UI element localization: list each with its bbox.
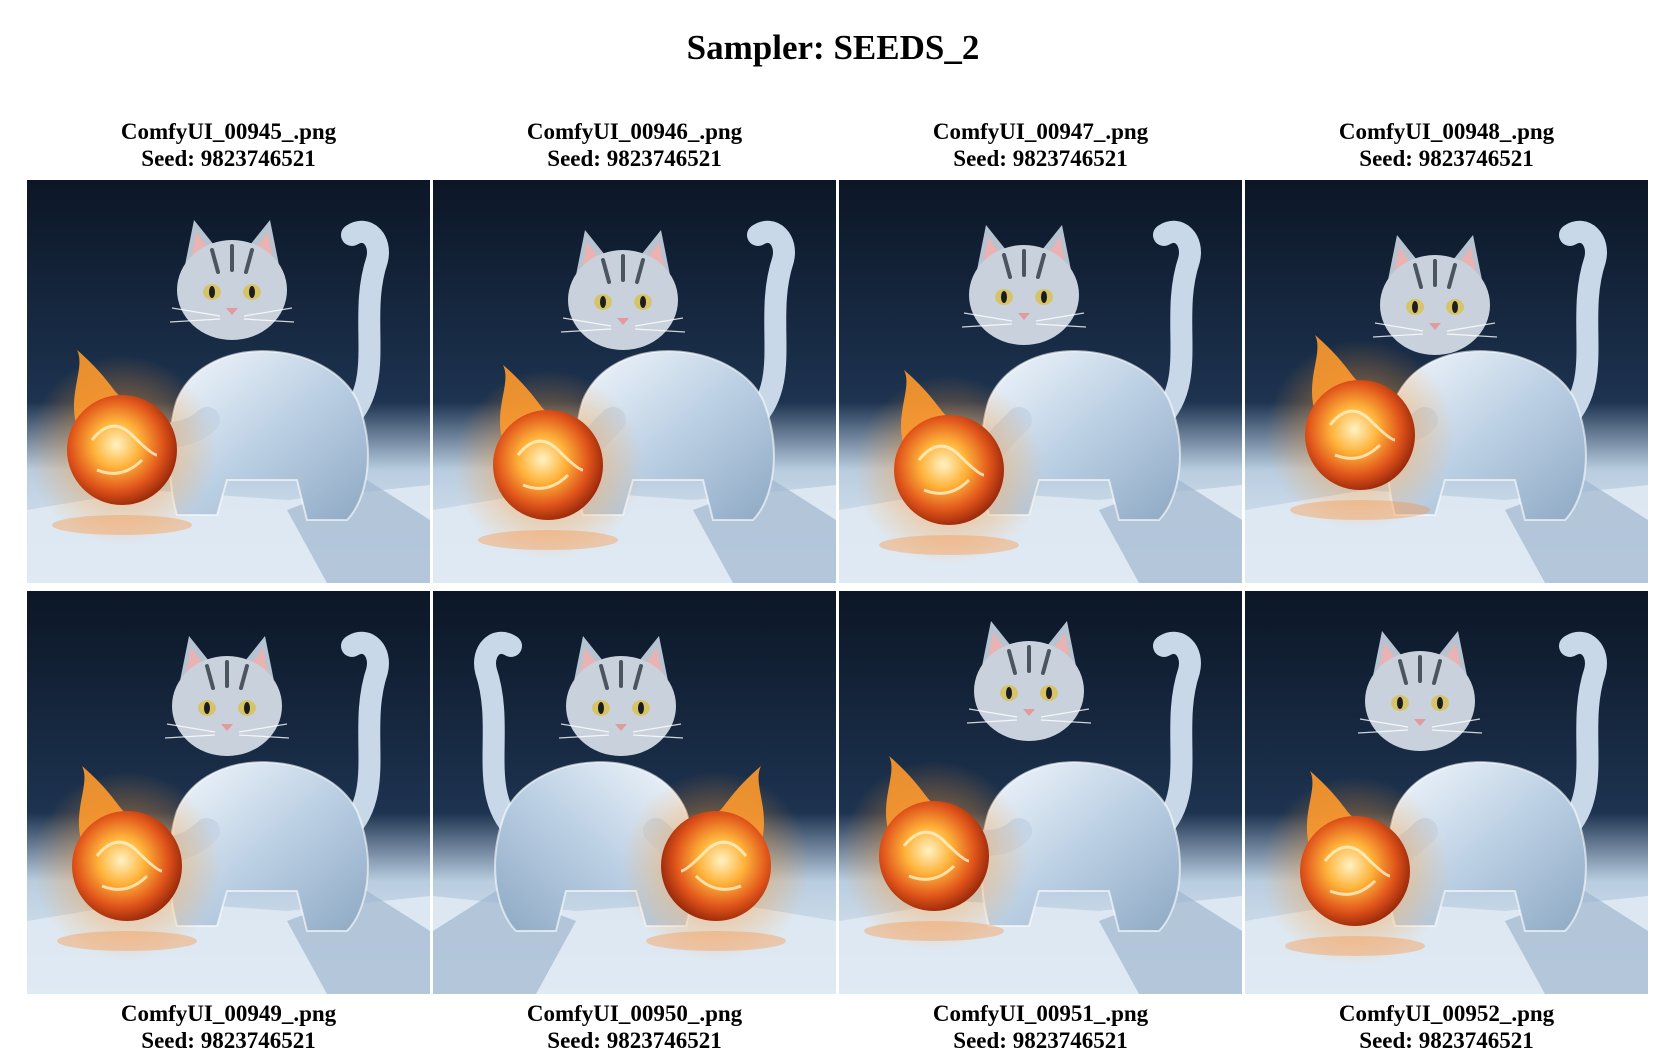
generated-image-1[interactable] (27, 180, 430, 583)
image-filename: ComfyUI_00950_.png (526, 1001, 743, 1026)
image-filename: ComfyUI_00947_.png (932, 119, 1149, 144)
image-caption-2: ComfyUI_00946_.png Seed: 9823746521 (433, 118, 836, 172)
generated-image-2[interactable] (433, 180, 836, 583)
image-seed: Seed: 9823746521 (141, 146, 316, 171)
image-filename: ComfyUI_00945_.png (120, 119, 337, 144)
image-seed: Seed: 9823746521 (953, 1028, 1128, 1053)
generated-image-8[interactable] (1245, 591, 1648, 994)
generated-image-4[interactable] (1245, 180, 1648, 583)
image-caption-1: ComfyUI_00945_.png Seed: 9823746521 (27, 118, 430, 172)
image-seed: Seed: 9823746521 (547, 146, 722, 171)
generated-image-7[interactable] (839, 591, 1242, 994)
image-seed: Seed: 9823746521 (1359, 1028, 1534, 1053)
generated-image-6[interactable] (433, 591, 836, 994)
image-seed: Seed: 9823746521 (141, 1028, 316, 1053)
image-caption-4: ComfyUI_00948_.png Seed: 9823746521 (1245, 118, 1648, 172)
image-seed: Seed: 9823746521 (547, 1028, 722, 1053)
page-title: Sampler: SEEDS_2 (686, 28, 980, 67)
generated-image-3[interactable] (839, 180, 1242, 583)
image-filename: ComfyUI_00946_.png (526, 119, 743, 144)
image-filename: ComfyUI_00948_.png (1338, 119, 1555, 144)
image-caption-7: ComfyUI_00951_.png Seed: 9823746521 (839, 1000, 1242, 1054)
image-caption-8: ComfyUI_00952_.png Seed: 9823746521 (1245, 1000, 1648, 1054)
image-filename: ComfyUI_00949_.png (120, 1001, 337, 1026)
image-caption-3: ComfyUI_00947_.png Seed: 9823746521 (839, 118, 1242, 172)
image-seed: Seed: 9823746521 (953, 146, 1128, 171)
image-seed: Seed: 9823746521 (1359, 146, 1534, 171)
image-caption-6: ComfyUI_00950_.png Seed: 9823746521 (433, 1000, 836, 1054)
image-filename: ComfyUI_00951_.png (932, 1001, 1149, 1026)
generated-image-5[interactable] (27, 591, 430, 994)
image-caption-5: ComfyUI_00949_.png Seed: 9823746521 (27, 1000, 430, 1054)
image-filename: ComfyUI_00952_.png (1338, 1001, 1555, 1026)
